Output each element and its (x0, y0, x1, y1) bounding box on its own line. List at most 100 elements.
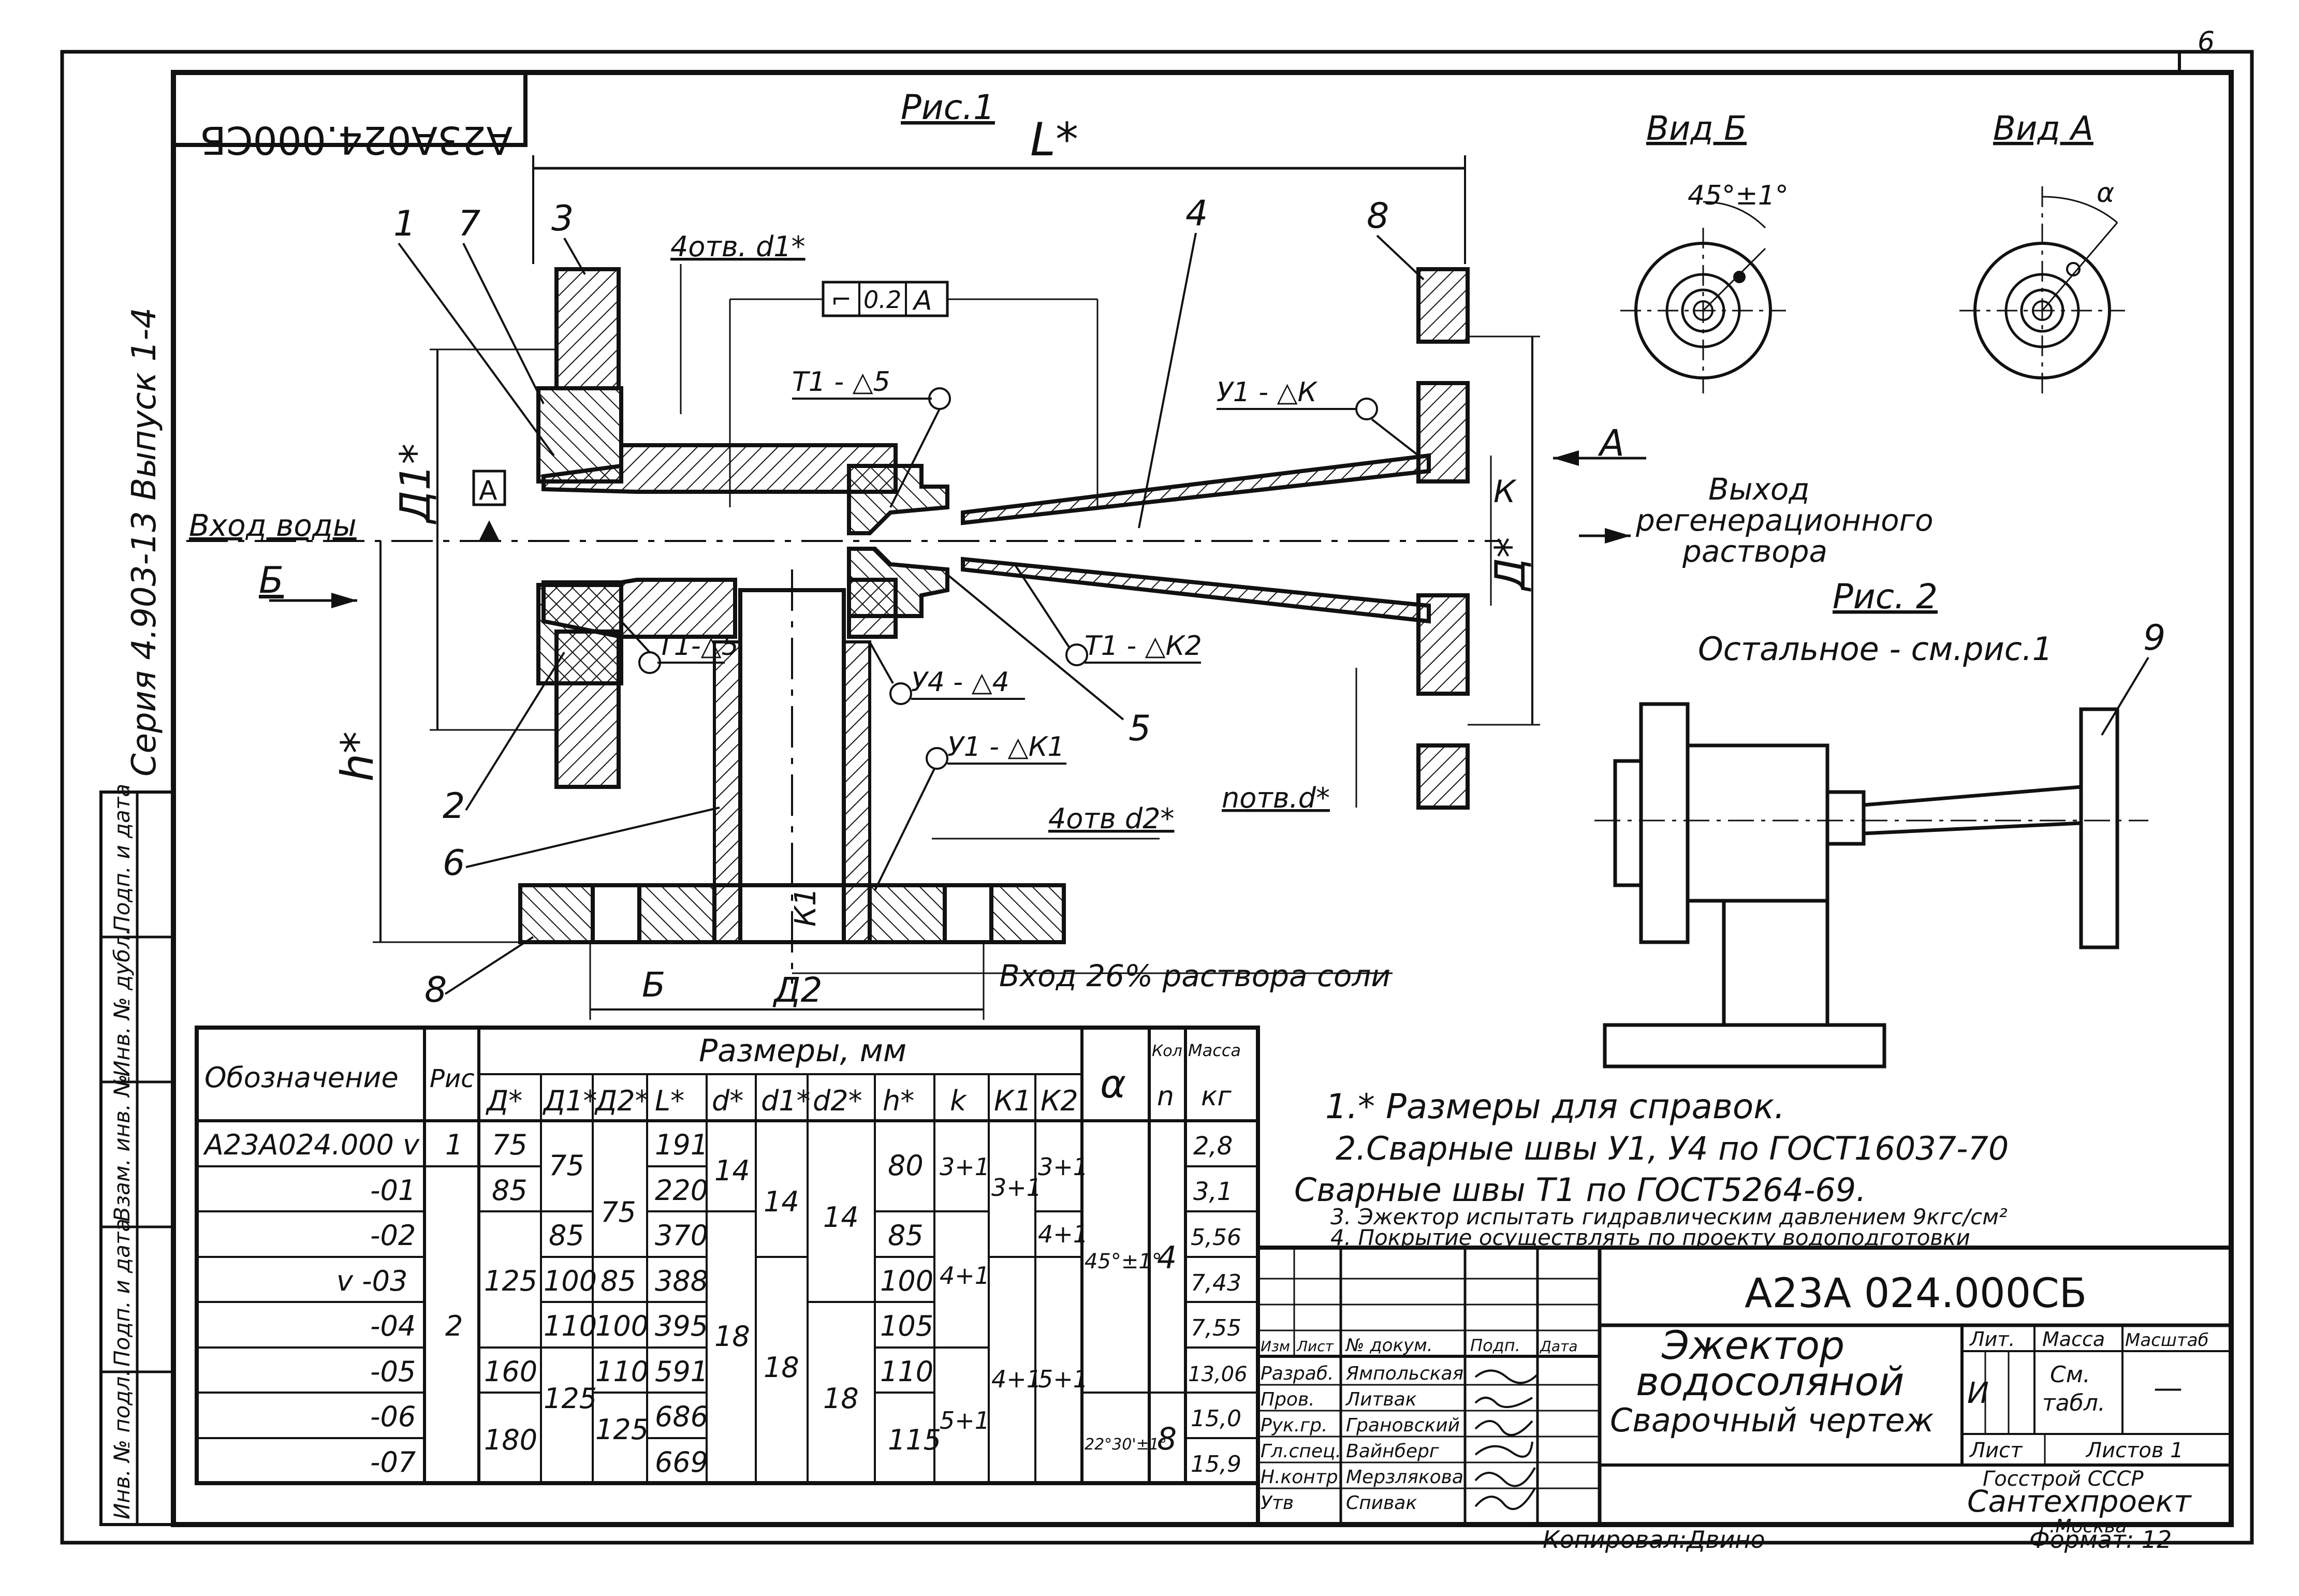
mass-value-1: См. (2050, 1361, 2090, 1388)
holes-bottom-right-label: 4отв d2* (1048, 802, 1174, 835)
person-2: Грановский (1346, 1415, 1460, 1436)
dim-D: Д* (1486, 537, 1534, 592)
role-4: Н.контр. (1261, 1467, 1344, 1488)
cell-D2-2: 100 (595, 1310, 649, 1342)
page-number: 6 (2198, 26, 2215, 57)
sheet-label: Лист (1969, 1439, 2023, 1462)
sh-L: L* (655, 1085, 684, 1117)
sheets-label: Листов 1 (2085, 1439, 2184, 1462)
th-alpha: α (1100, 1061, 1126, 1107)
cell-L-2: 370 (655, 1219, 708, 1252)
cell-k-1: 4+1 (940, 1262, 990, 1290)
ejector-section (518, 267, 1470, 944)
arrow-B-bottom-label: Б (642, 965, 665, 1005)
sh-d2: d2* (813, 1085, 862, 1117)
cell-K2-1: 4+1 (1038, 1220, 1088, 1248)
doc-code: А23А 024.000СБ (1745, 1270, 2087, 1317)
dimensions-table (195, 1026, 1260, 1485)
strip-label-3: Взам. инв. № (109, 1074, 135, 1222)
cell-K1-0: 3+1 (991, 1174, 1042, 1202)
cell-D-1: 85 (492, 1174, 528, 1207)
holes-right-label: nотв.d* (1222, 782, 1330, 814)
callout-4: 4 (1185, 193, 1208, 234)
cell-D2-4: 125 (595, 1413, 649, 1446)
row-designation-0: А23А024.000 v (203, 1129, 420, 1161)
cell-d2-0: 14 (823, 1201, 859, 1234)
dim-L: L* (1030, 113, 1078, 166)
note-1: 1.* Размеры для справок. (1325, 1087, 1785, 1126)
view-a-title: Вид А (1993, 110, 2093, 148)
copied-by: Копировал:Двино (1543, 1526, 1765, 1554)
sh-D2: Д2* (594, 1085, 649, 1117)
sh-d: d* (712, 1085, 743, 1117)
view-b-title: Вид Б (1646, 110, 1747, 148)
cell-fig-2: 2 (445, 1310, 463, 1342)
title-block (1256, 1246, 2233, 1527)
callout-1: 1 (393, 203, 416, 244)
row-designation-7: -07 (370, 1446, 416, 1478)
cell-alpha-0: 45°±1° (1085, 1250, 1162, 1273)
dim-K1: К1 (789, 888, 823, 927)
sh-K1: К1 (994, 1085, 1032, 1117)
dim-D2: Д2 (772, 970, 823, 1010)
strip-label-1: Подп. и дата (109, 784, 135, 932)
cell-fig-1: 1 (445, 1129, 463, 1161)
table-text: Обозначение Рис Размеры, мм α Кол n Масс… (203, 1033, 1248, 1478)
cell-mass-5: 13,06 (1188, 1363, 1248, 1386)
mass-label: Масса (2042, 1328, 2105, 1351)
weld-u1-dk1: У1 - △К1 (947, 731, 1065, 763)
cell-D2-3: 110 (595, 1355, 649, 1388)
note-3: Сварные швы Т1 по ГОСТ5264-69. (1294, 1171, 1866, 1209)
cell-L-0: 191 (655, 1129, 708, 1161)
fig2-callout-9: 9 (2143, 618, 2165, 658)
role-0: Разраб. (1261, 1363, 1334, 1384)
cell-K1-1: 4+1 (991, 1365, 1042, 1393)
note-2: 2.Сварные швы У1, У4 по ГОСТ16037-70 (1336, 1130, 2009, 1167)
person-3: Вайнберг (1346, 1441, 1440, 1462)
cell-L-6: 686 (655, 1400, 708, 1433)
callout-2: 2 (443, 786, 465, 827)
cell-d2-1: 18 (823, 1382, 859, 1415)
role-1: Пров. (1261, 1389, 1315, 1410)
weld-u4-d4: У4 - △4 (911, 667, 1009, 698)
sh-d1: d1* (761, 1085, 811, 1117)
inlet-water-label: Вход воды (189, 508, 357, 543)
inlet-salt-label: Вход 26% раствора соли (999, 958, 1390, 993)
callout-6: 6 (443, 843, 465, 884)
cell-D1-4: 125 (544, 1382, 597, 1415)
cell-k-0: 3+1 (940, 1153, 990, 1181)
cell-n-0: 4 (1157, 1240, 1177, 1276)
org-line-2: Сантехпроект (1967, 1484, 2192, 1519)
row-designation-4: -04 (370, 1310, 416, 1342)
cell-n-1: 8 (1157, 1421, 1177, 1457)
cell-D1-0: 75 (549, 1149, 584, 1182)
callout-8-top: 8 (1367, 196, 1389, 237)
cell-D2-0: 75 (601, 1196, 636, 1228)
head-col-date: Дата (1539, 1338, 1578, 1355)
cell-d1-1: 18 (764, 1351, 799, 1384)
view-a: Вид А α (1959, 110, 2125, 393)
cell-D2-1: 85 (601, 1265, 636, 1297)
title-block-text: А23А 024.000СБ Эжектор водосоляной Сваро… (1261, 1270, 2209, 1537)
sh-D1: Д1* (543, 1085, 597, 1117)
product-name-1: Эжектор (1661, 1322, 1844, 1368)
person-5: Спивак (1346, 1492, 1417, 1514)
th-mass: Масса (1188, 1041, 1241, 1060)
view-b-angle: 45°±1° (1688, 180, 1789, 211)
cell-h-0: 80 (888, 1149, 924, 1182)
cell-D1-2: 100 (544, 1265, 597, 1297)
org-line-3: г.Москва (2040, 1516, 2127, 1537)
cell-D1-3: 110 (544, 1310, 597, 1342)
cell-k-2: 5+1 (940, 1407, 990, 1434)
note-4: 3. Эжектор испытать гидравлическим давле… (1330, 1204, 2008, 1229)
sh-h: h* (883, 1085, 914, 1117)
head-col-list: Лист (1296, 1338, 1334, 1355)
person-4: Мерзлякова (1346, 1467, 1463, 1488)
sh-D: Д* (486, 1085, 522, 1117)
cell-d-1: 18 (714, 1320, 750, 1353)
fig2-title: Рис. 2 (1833, 577, 1938, 617)
callout-3: 3 (551, 198, 574, 239)
cell-L-4: 395 (655, 1310, 708, 1342)
holes-top-label: 4отв. d1* (670, 230, 806, 263)
